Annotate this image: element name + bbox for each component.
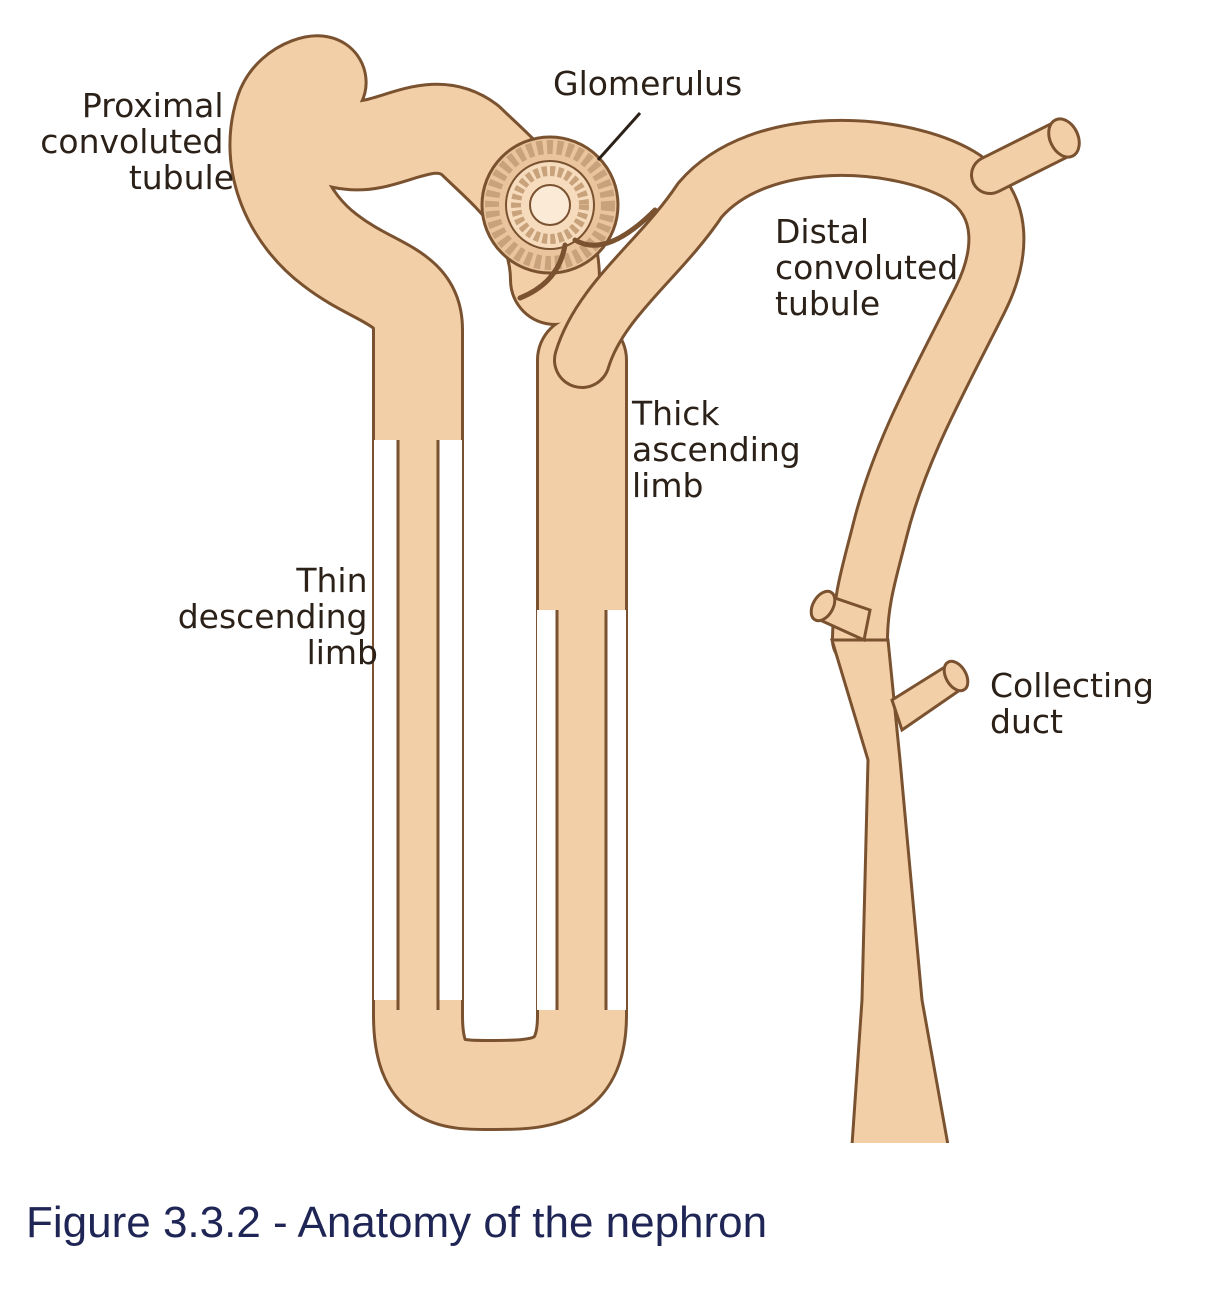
distal-tubule [553, 117, 1081, 669]
nephron-diagram: Proximal convoluted tubule Glomerulus Di… [40, 34, 1165, 1150]
glomerulus-vessel-in [572, 207, 658, 248]
top-branch-fill [973, 123, 1077, 192]
top-branch-opening [1047, 117, 1081, 159]
distal-fill [556, 121, 1023, 666]
label-proximal-convoluted-tubule: Proximal convoluted tubule [40, 86, 234, 197]
nephron-tubule [228, 34, 628, 1131]
label-collecting-duct: Collecting duct [990, 666, 1165, 741]
thin-limb-mask [374, 440, 398, 1000]
collecting-duct-shape [809, 589, 970, 1150]
thin-limb-mask-right [438, 440, 462, 1000]
label-glomerulus: Glomerulus [553, 64, 742, 103]
collecting-duct-bottom-cover [848, 1143, 952, 1150]
collecting-duct-body [829, 638, 950, 1147]
thin-limb-mask-ascending-right [606, 610, 626, 1010]
label-distal-convoluted-tubule: Distal convoluted tubule [775, 212, 969, 323]
glomerulus-vessel-out [517, 242, 568, 301]
glomerulus-ring-outer [485, 140, 615, 270]
glomerulus-core [529, 184, 571, 226]
tubule-fill [231, 37, 625, 1128]
thin-descending-limb-shape [374, 440, 626, 1010]
thin-limb-mask-ascending [537, 610, 557, 1010]
glomerulus-leader-line [596, 112, 642, 161]
glomerulus-ring-inner [511, 166, 589, 244]
figure-caption: Figure 3.3.2 - Anatomy of the nephron [26, 1198, 768, 1247]
glomerulus-icon [480, 135, 658, 301]
label-thick-ascending-limb: Thick ascending limb [631, 394, 811, 505]
side-branch-left-opening [809, 589, 837, 623]
label-thin-descending-limb: Thin descending limb [178, 561, 378, 672]
side-branch-right-opening [942, 659, 970, 693]
